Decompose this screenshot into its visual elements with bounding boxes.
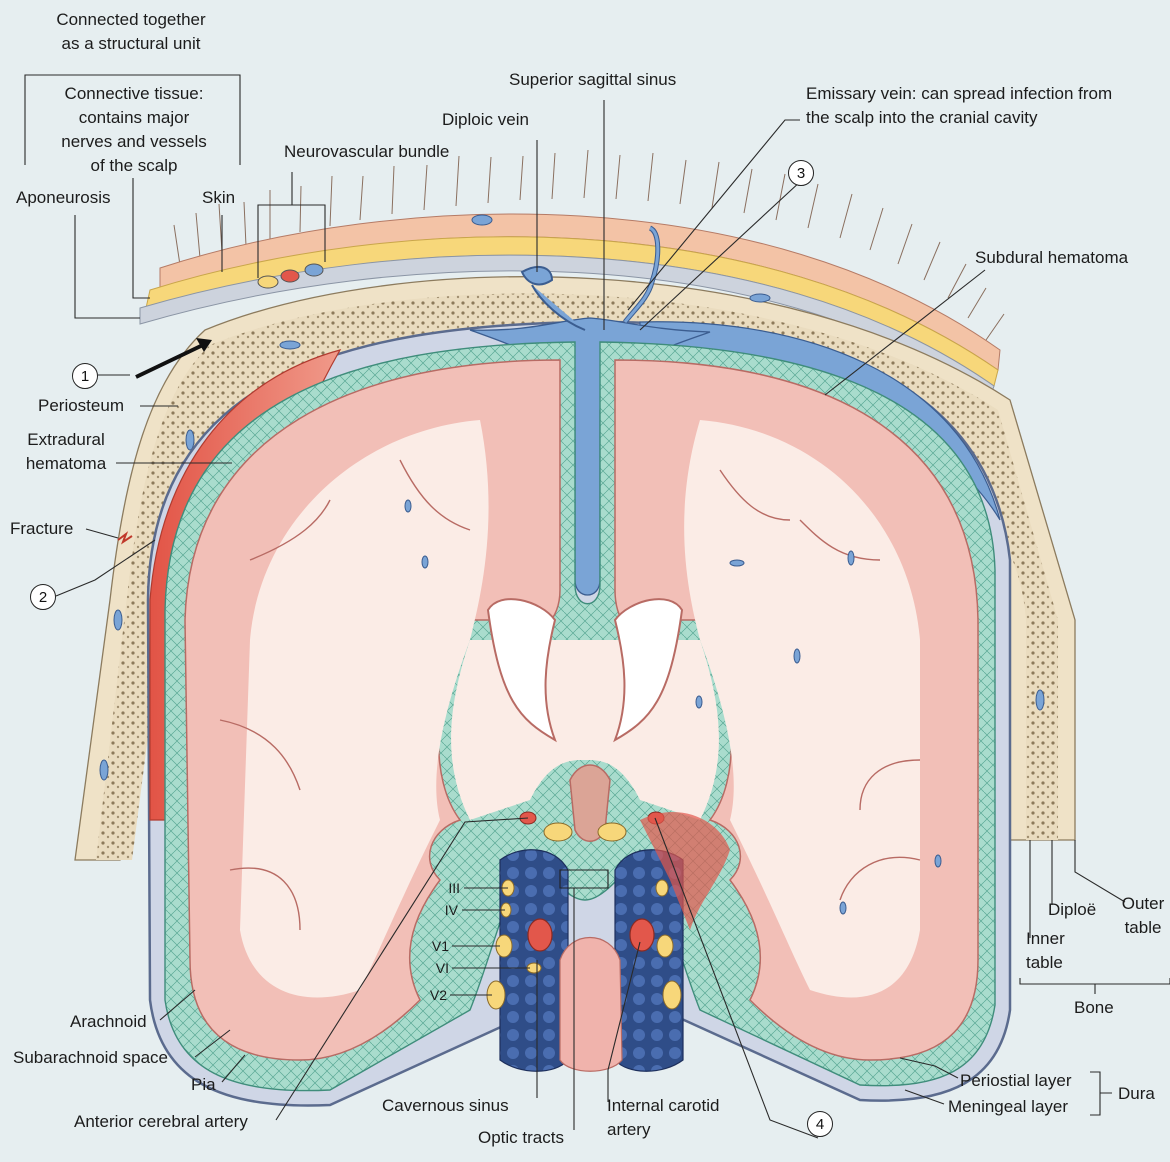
- label-diploe: Diploë: [1048, 900, 1097, 919]
- label-pia: Pia: [191, 1075, 216, 1094]
- callout-3: 3: [788, 160, 814, 186]
- label-periostial-layer: Periostial layer: [960, 1071, 1072, 1090]
- brain-vessels: [404, 499, 942, 915]
- scalp-layers: [139, 213, 1014, 569]
- label-connective-tissue: Connective tissue: contains major nerves…: [61, 84, 207, 175]
- label-aponeurosis: Aponeurosis: [16, 188, 111, 207]
- label-cranial-nerve-v2: V2: [429, 987, 447, 1003]
- label-extradural-hematoma: Extradural hematoma: [25, 430, 107, 473]
- label-arachnoid: Arachnoid: [70, 1012, 147, 1031]
- callout-4: 4: [807, 1111, 833, 1137]
- label-meningeal-layer: Meningeal layer: [948, 1097, 1069, 1116]
- label-skin: Skin: [202, 188, 236, 207]
- label-inner-table: Inner table: [1026, 929, 1065, 972]
- label-outer-table: Outer table: [1121, 894, 1165, 937]
- label-internal-carotid-artery: Internal carotid artery: [607, 1096, 720, 1139]
- label-neurovascular-bundle: Neurovascular bundle: [284, 142, 450, 161]
- label-superior-sagittal-sinus: Superior sagittal sinus: [509, 70, 677, 89]
- label-periosteum: Periosteum: [38, 396, 124, 415]
- label-fracture: Fracture: [10, 519, 74, 538]
- leader-lines: [24, 74, 1170, 1139]
- label-cavernous-sinus: Cavernous sinus: [382, 1096, 509, 1115]
- label-anterior-cerebral-artery: Anterior cerebral artery: [74, 1112, 248, 1131]
- label-bone: Bone: [1074, 998, 1114, 1017]
- label-emissary-vein: Emissary vein: can spread infection from…: [806, 84, 1113, 127]
- label-diploic-vein: Diploic vein: [442, 110, 529, 129]
- label-connected-structural-unit: Connected together as a structural unit: [56, 10, 206, 53]
- callout-1: 1: [72, 363, 98, 389]
- diploic-vein: [520, 265, 586, 331]
- label-cranial-nerve-iii: III: [448, 880, 460, 896]
- label-subdural-hematoma: Subdural hematoma: [975, 248, 1129, 267]
- label-dura: Dura: [1118, 1084, 1155, 1103]
- callout-2: 2: [30, 584, 56, 610]
- scalp-hairs: [173, 149, 1005, 341]
- label-cranial-nerve-iv: IV: [444, 902, 458, 918]
- label-cranial-nerve-vi: VI: [435, 960, 449, 976]
- label-optic-tracts: Optic tracts: [478, 1128, 564, 1147]
- label-subarachnoid-space: Subarachnoid space: [13, 1048, 169, 1067]
- label-cranial-nerve-v1: V1: [431, 938, 449, 954]
